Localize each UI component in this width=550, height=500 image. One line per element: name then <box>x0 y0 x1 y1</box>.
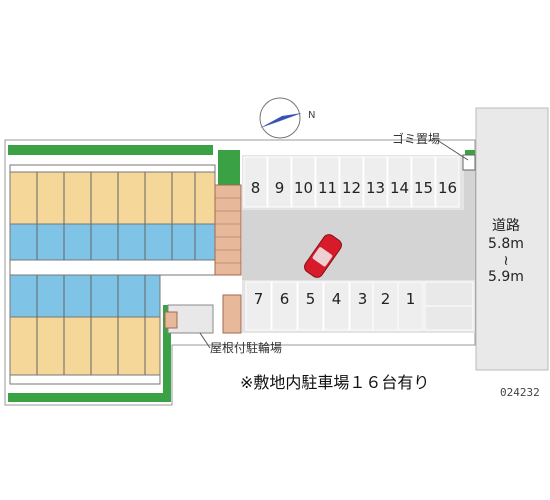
parking-slot: 8 <box>243 156 268 208</box>
apartment-building <box>9 164 216 385</box>
parking-slot: 13 <box>363 156 388 208</box>
slot-number: 5 <box>306 290 316 308</box>
slot-number: 7 <box>254 290 264 308</box>
lower-baths <box>9 274 161 318</box>
road-width-max: 5.9m <box>488 269 524 285</box>
upper-balcony <box>9 164 216 173</box>
parking-slot: 11 <box>315 156 340 208</box>
parking-row-bottom: 7 6 5 4 3 2 1 <box>245 281 474 331</box>
parking-slot: 4 <box>323 281 350 331</box>
compass-north-label: N <box>308 110 315 121</box>
parking-slot: 7 <box>245 281 272 331</box>
corridor <box>9 259 216 276</box>
lower-balcony <box>9 374 161 385</box>
hedge-left-lower <box>163 305 171 400</box>
bike-leader-line <box>199 332 211 349</box>
road-name: 道路 <box>492 218 520 234</box>
slot-number: 12 <box>342 179 361 197</box>
parking-slot: 9 <box>267 156 292 208</box>
road <box>475 107 549 371</box>
parking-slot: 1 <box>397 281 424 331</box>
slot-number: 6 <box>280 290 290 308</box>
garbage-leader-line <box>436 139 469 161</box>
bike-parking-label: 屋根付駐輪場 <box>210 340 282 355</box>
stair-area <box>214 184 242 276</box>
slot-number: 11 <box>318 179 337 197</box>
parking-note: ※敷地内駐車場１６台有り <box>240 373 429 392</box>
upper-units <box>9 171 216 225</box>
slot-number: 4 <box>332 290 342 308</box>
road-width-min: 5.8m <box>488 236 524 252</box>
slot-number: 3 <box>358 290 368 308</box>
garbage-area <box>462 154 476 171</box>
slot-number: 15 <box>414 179 433 197</box>
lower-units <box>9 316 161 376</box>
hedge-corner <box>218 150 240 185</box>
parking-slot: 14 <box>387 156 412 208</box>
parking-slot: 16 <box>435 156 460 208</box>
slot-number: 13 <box>366 179 385 197</box>
parking-slot: 10 <box>291 156 316 208</box>
slot-number: 2 <box>381 290 391 308</box>
property-code: 024232 <box>500 386 540 399</box>
parking-slot: 2 <box>372 281 399 331</box>
slot-number: 8 <box>251 179 261 197</box>
compass: N <box>259 97 315 139</box>
parking-row-top: 8 9 10 11 12 13 14 15 16 <box>243 156 460 208</box>
slot-number: 16 <box>438 179 457 197</box>
slot-number: 1 <box>406 290 416 308</box>
parking-slot: 15 <box>411 156 436 208</box>
parking-slot: 5 <box>297 281 324 331</box>
small-structure <box>164 311 178 329</box>
compass-needle-north <box>260 113 302 128</box>
slot-number: 10 <box>294 179 313 197</box>
bike-shed-floor <box>222 294 242 334</box>
upper-baths <box>9 223 216 261</box>
parking-slot: 3 <box>349 281 376 331</box>
compass-ring <box>259 97 301 139</box>
slot-number: 9 <box>275 179 285 197</box>
garbage-label: ゴミ置場 <box>392 131 440 146</box>
parking-slot: 6 <box>271 281 298 331</box>
slot-number: 14 <box>390 179 409 197</box>
car-icon <box>304 234 342 278</box>
parking-slot: 12 <box>339 156 364 208</box>
road-width-tilde: ≀ <box>503 253 508 269</box>
hedge-bottom <box>8 393 171 402</box>
hedge-top <box>8 145 213 155</box>
